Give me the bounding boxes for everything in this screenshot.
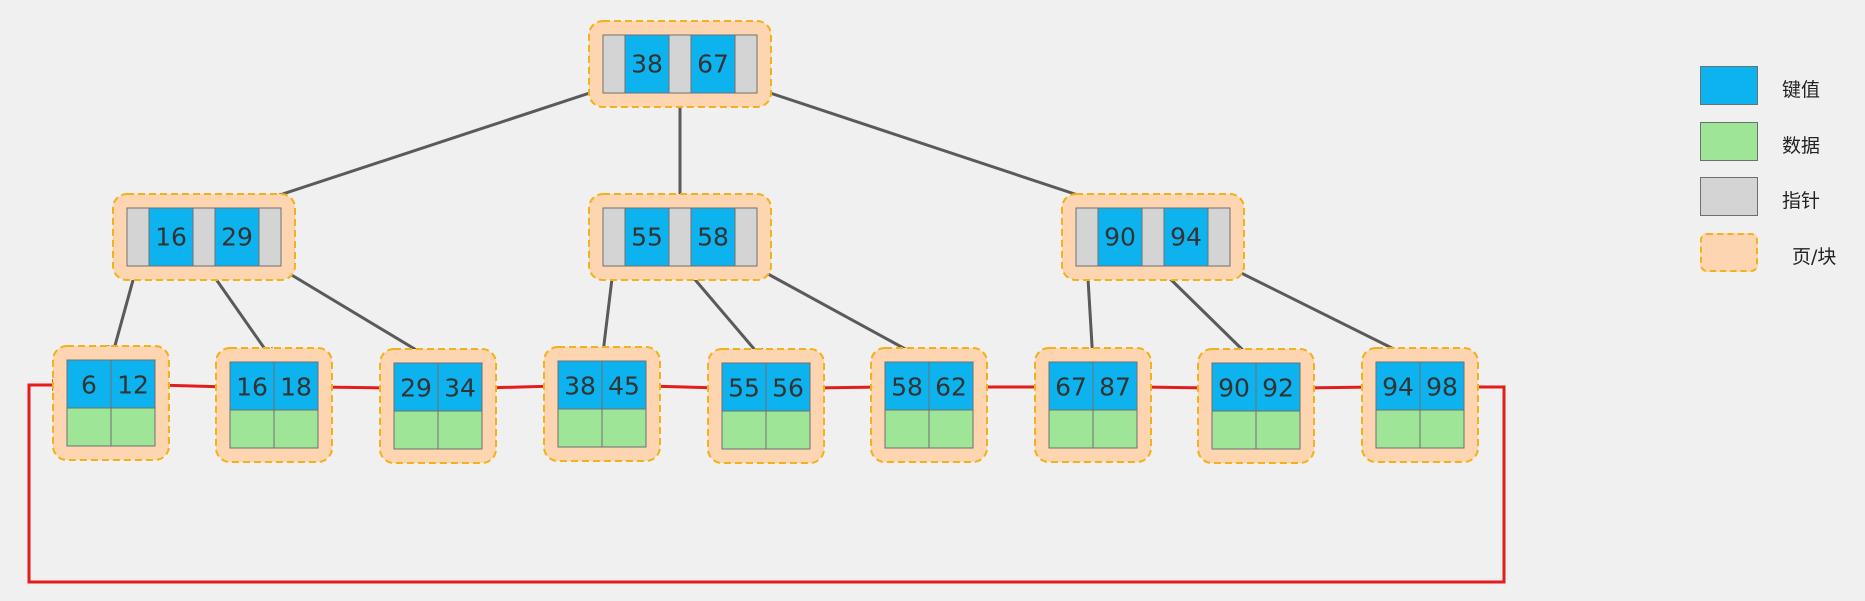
internal-node-3-pointer [1141, 207, 1165, 267]
leaf-node-2-key-label: 16 [236, 373, 268, 402]
internal-edge-2-3 [745, 260, 931, 364]
leaf-node-2-data [229, 409, 275, 449]
leaf-node-3-data [437, 410, 483, 450]
internal-node-3-key-label: 94 [1170, 223, 1202, 252]
internal-node-3-key [1097, 207, 1143, 267]
leaf-node-6-data [928, 409, 974, 449]
leaf-node-1-key-label: 6 [81, 371, 97, 400]
leaf-node-4-key-label: 45 [608, 372, 640, 401]
root-node-pointer [602, 34, 626, 94]
internal-node-1-pointer [192, 207, 216, 267]
tree-nodes: 38 67 16 29 55 58 90 94 6 12 16 18 29 34 38 45 55 56 58 62 6… [52, 20, 1479, 464]
leaf-node-6-key-label: 58 [891, 373, 923, 402]
leaf-node-7-data [1048, 409, 1094, 449]
root-node-key-label: 67 [697, 50, 729, 79]
internal-node-1-key [214, 207, 260, 267]
leaf-node-8-key-label: 90 [1218, 374, 1250, 403]
leaf-node-6-data [884, 409, 930, 449]
legend-item-pointer: 指针 [1700, 177, 1860, 217]
leaf-node-5-data [765, 410, 811, 450]
leaf-loop-link [27, 379, 1506, 584]
internal-node-2-pointer [668, 207, 692, 267]
root-node-key-label: 38 [631, 50, 663, 79]
leaf-node-3-data [393, 410, 439, 450]
leaf-node-5-key-label: 55 [728, 374, 760, 403]
legend-swatch-data [1700, 122, 1758, 161]
leaf-node-2-key-label: 18 [280, 373, 312, 402]
leaf-node-8-data [1211, 410, 1257, 450]
leaf-node-8-data [1255, 410, 1301, 450]
leaf-node-6-key-label: 62 [935, 373, 967, 402]
leaf-node-9-key-label: 94 [1382, 373, 1414, 402]
leaf-node-5-data [721, 410, 767, 450]
internal-node-2-pointer [602, 207, 626, 267]
internal-edge-1-3 [269, 260, 440, 365]
root-edge-1 [232, 83, 615, 213]
legend-label-page: 页/块 [1792, 246, 1837, 268]
leaf-node-3-key [437, 362, 483, 412]
internal-node-3-pointer [1207, 207, 1231, 267]
leaf-node-7-key-label: 87 [1099, 373, 1131, 402]
legend-item-data: 数据 [1700, 122, 1860, 162]
internal-node-3-key-label: 90 [1104, 223, 1136, 252]
leaf-node-3-key-label: 29 [400, 374, 432, 403]
leaf-node-9-key-label: 98 [1426, 373, 1458, 402]
legend-swatch-pointer [1700, 177, 1758, 216]
leaf-node-9-data [1375, 409, 1421, 449]
internal-node-2-pointer [734, 207, 758, 267]
leaf-node-7-data [1092, 409, 1138, 449]
internal-node-3-pointer [1075, 207, 1099, 267]
leaf-node-2-data [273, 409, 319, 449]
legend-label-pointer: 指针 [1782, 190, 1821, 212]
leaf-node-1-data [66, 407, 112, 447]
leaf-node-9-key [1375, 361, 1421, 411]
internal-node-1-pointer [126, 207, 150, 267]
leaf-node-1-key-label: 12 [117, 371, 149, 400]
leaf-node-8-key-label: 92 [1262, 374, 1294, 403]
leaf-node-1-data [110, 407, 156, 447]
leaf-node-6-key [884, 361, 930, 411]
leaf-node-4-key-label: 38 [564, 372, 596, 401]
leaf-node-4-data [601, 408, 647, 448]
root-node-pointer [668, 34, 692, 94]
root-node-key [690, 34, 736, 94]
internal-node-1-pointer [258, 207, 282, 267]
internal-edge-3-3 [1218, 260, 1422, 364]
internal-node-2-key-label: 55 [631, 223, 663, 252]
internal-node-1-key-label: 16 [155, 223, 187, 252]
internal-node-1-key [148, 207, 194, 267]
internal-node-2-key [624, 207, 670, 267]
legend-label-key: 键值 [1782, 79, 1821, 101]
leaf-node-3-key-label: 34 [444, 374, 476, 403]
legend-label-data: 数据 [1782, 135, 1821, 157]
leaf-node-7-key-label: 67 [1055, 373, 1087, 402]
root-edge-3 [745, 83, 1125, 213]
internal-node-2-key [690, 207, 736, 267]
leaf-node-3-key [393, 362, 439, 412]
legend-item-page: 页/块 [1700, 233, 1860, 273]
root-node-pointer [734, 34, 758, 94]
leaf-node-7-key [1048, 361, 1094, 411]
leaf-node-9-data [1419, 409, 1465, 449]
leaf-node-2-key [229, 361, 275, 411]
leaf-node-6-key [928, 361, 974, 411]
leaf-node-4-data [557, 408, 603, 448]
internal-node-2-key-label: 58 [697, 223, 729, 252]
legend-item-key: 键值 [1700, 66, 1860, 106]
leaf-node-5-key-label: 56 [772, 374, 804, 403]
internal-node-3-key [1163, 207, 1209, 267]
root-node-key [624, 34, 670, 94]
internal-node-1-key-label: 29 [221, 223, 253, 252]
leaf-node-9-key [1419, 361, 1465, 411]
legend-swatch-key [1700, 66, 1758, 105]
legend-swatch-page [1700, 233, 1758, 272]
